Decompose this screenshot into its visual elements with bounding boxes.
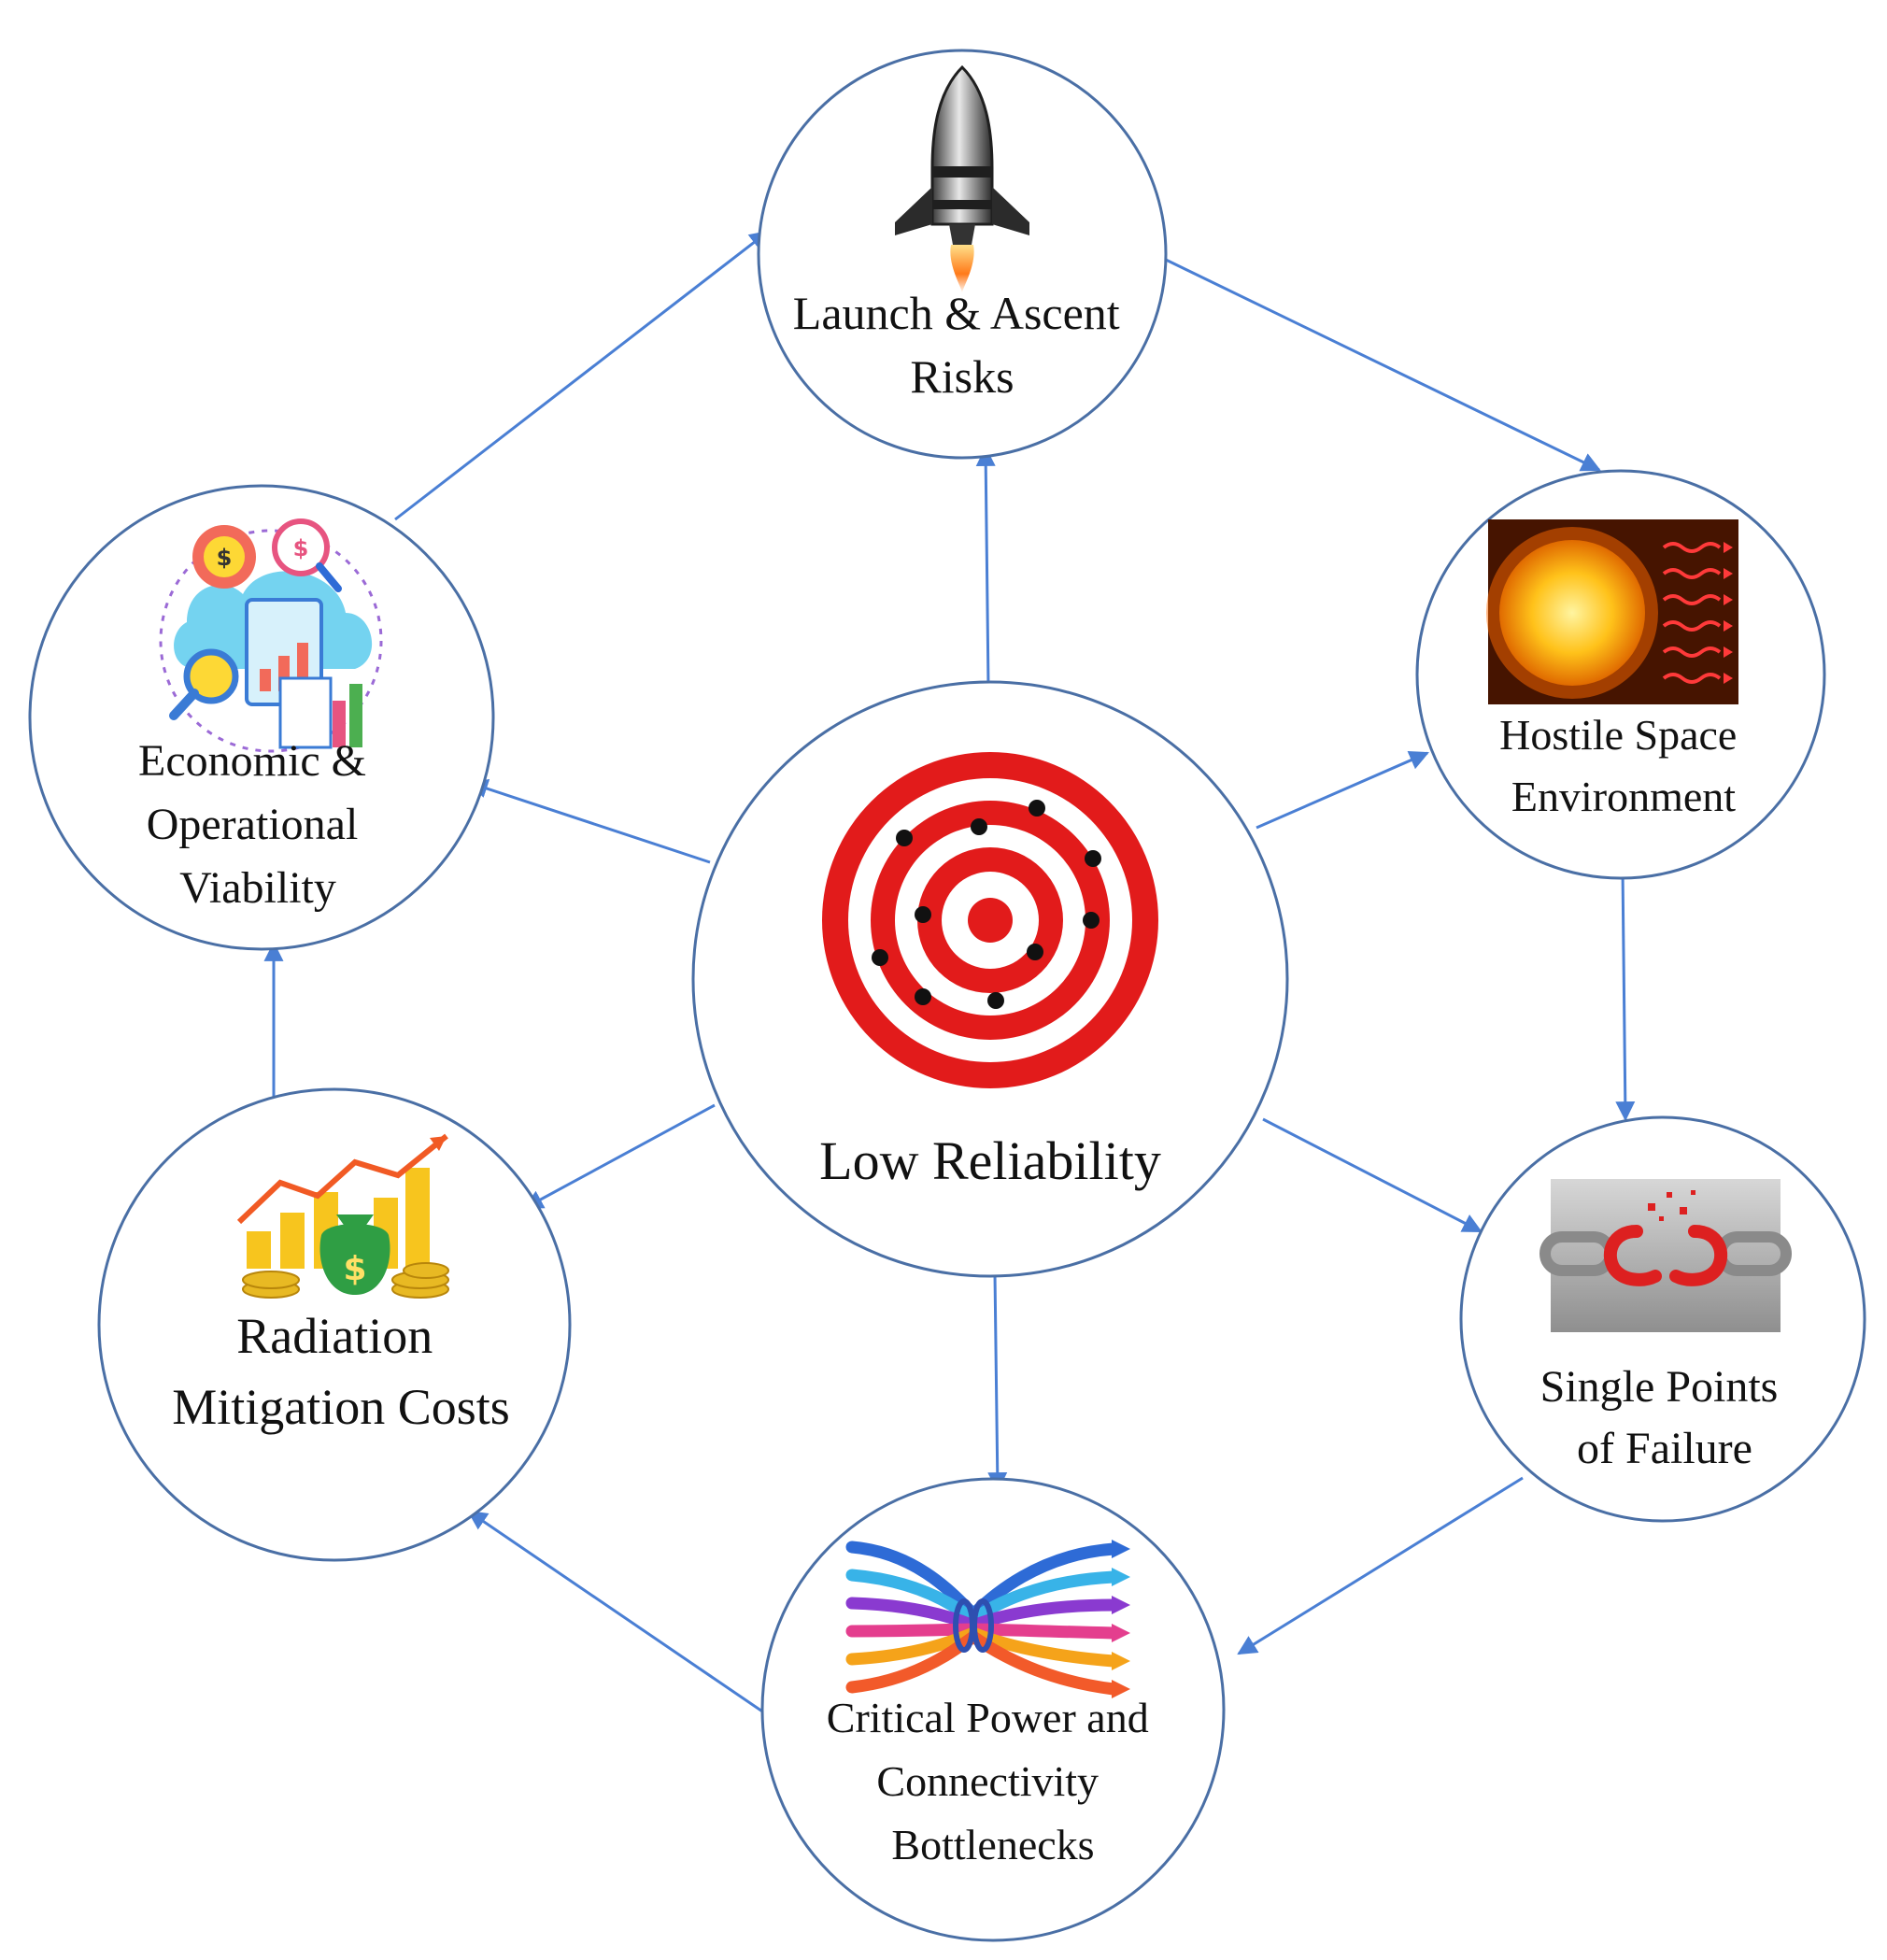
label-radiation-line-2: Mitigation Costs (172, 1379, 510, 1435)
label-economic: Economic & Operational Viability (138, 736, 377, 913)
node-circle-critical (760, 1477, 1226, 1942)
finance-analysis-icon: $ $ (159, 518, 383, 753)
label-single-line-2: of Failure (1577, 1424, 1752, 1473)
svg-text:$: $ (217, 545, 233, 571)
arrow-center-to-hostile (1256, 750, 1429, 830)
money-growth-icon: $ (236, 1133, 449, 1299)
label-critical-line-2: Connectivity (876, 1757, 1099, 1805)
label-radiation: Radiation Mitigation Costs (172, 1308, 510, 1435)
arrow-center-to-economic (468, 778, 711, 864)
label-hostile: Hostile Space Environment (1499, 711, 1748, 820)
label-hostile-line-2: Environment (1511, 773, 1736, 820)
arrow-launch-to-hostile (1165, 258, 1601, 472)
node-labels: Low Reliability Launch & Ascent Risks Ho… (138, 287, 1790, 1868)
arrow-single-to-critical (1237, 1476, 1524, 1655)
arrow-center-to-single (1262, 1117, 1483, 1233)
label-economic-line-3: Viability (179, 863, 336, 913)
svg-text:$: $ (343, 1250, 366, 1288)
label-radiation-line-1: Radiation (236, 1308, 433, 1364)
arrow-center-to-critical (987, 1272, 1008, 1493)
target-icon (822, 752, 1158, 1088)
connectors (263, 230, 1636, 1735)
label-single-line-1: Single Points (1540, 1362, 1779, 1412)
label-economic-line-2: Operational (147, 800, 359, 849)
arrow-economic-to-launch (394, 230, 770, 521)
broken-chain-icon (1539, 1179, 1792, 1332)
label-center-line-1: Low Reliability (819, 1130, 1161, 1191)
label-single: Single Points of Failure (1540, 1362, 1790, 1473)
arrow-center-to-radiation (523, 1103, 716, 1210)
label-critical-line-3: Bottlenecks (891, 1821, 1094, 1868)
label-hostile-line-1: Hostile Space (1499, 711, 1737, 759)
converging-arrows-icon (845, 1540, 1130, 1698)
label-critical-line-1: Critical Power and (827, 1694, 1149, 1741)
label-launch-line-1: Launch & Ascent (793, 287, 1120, 339)
arrow-hostile-to-single (1615, 868, 1636, 1122)
rocket-icon (895, 64, 1029, 293)
label-launch-line-2: Risks (910, 350, 1014, 403)
svg-text:$: $ (293, 535, 309, 561)
node-circle-radiation (97, 1087, 572, 1562)
arrow-critical-to-radiation (467, 1510, 795, 1735)
label-center: Low Reliability (819, 1130, 1161, 1191)
node-circle-economic (28, 484, 495, 951)
arrow-center-to-launch (975, 446, 996, 688)
label-critical: Critical Power and Connectivity Bottlene… (827, 1694, 1159, 1868)
label-economic-line-1: Economic & (138, 736, 366, 786)
label-launch: Launch & Ascent Risks (793, 287, 1131, 403)
sun-radiation-icon (1486, 519, 1738, 704)
